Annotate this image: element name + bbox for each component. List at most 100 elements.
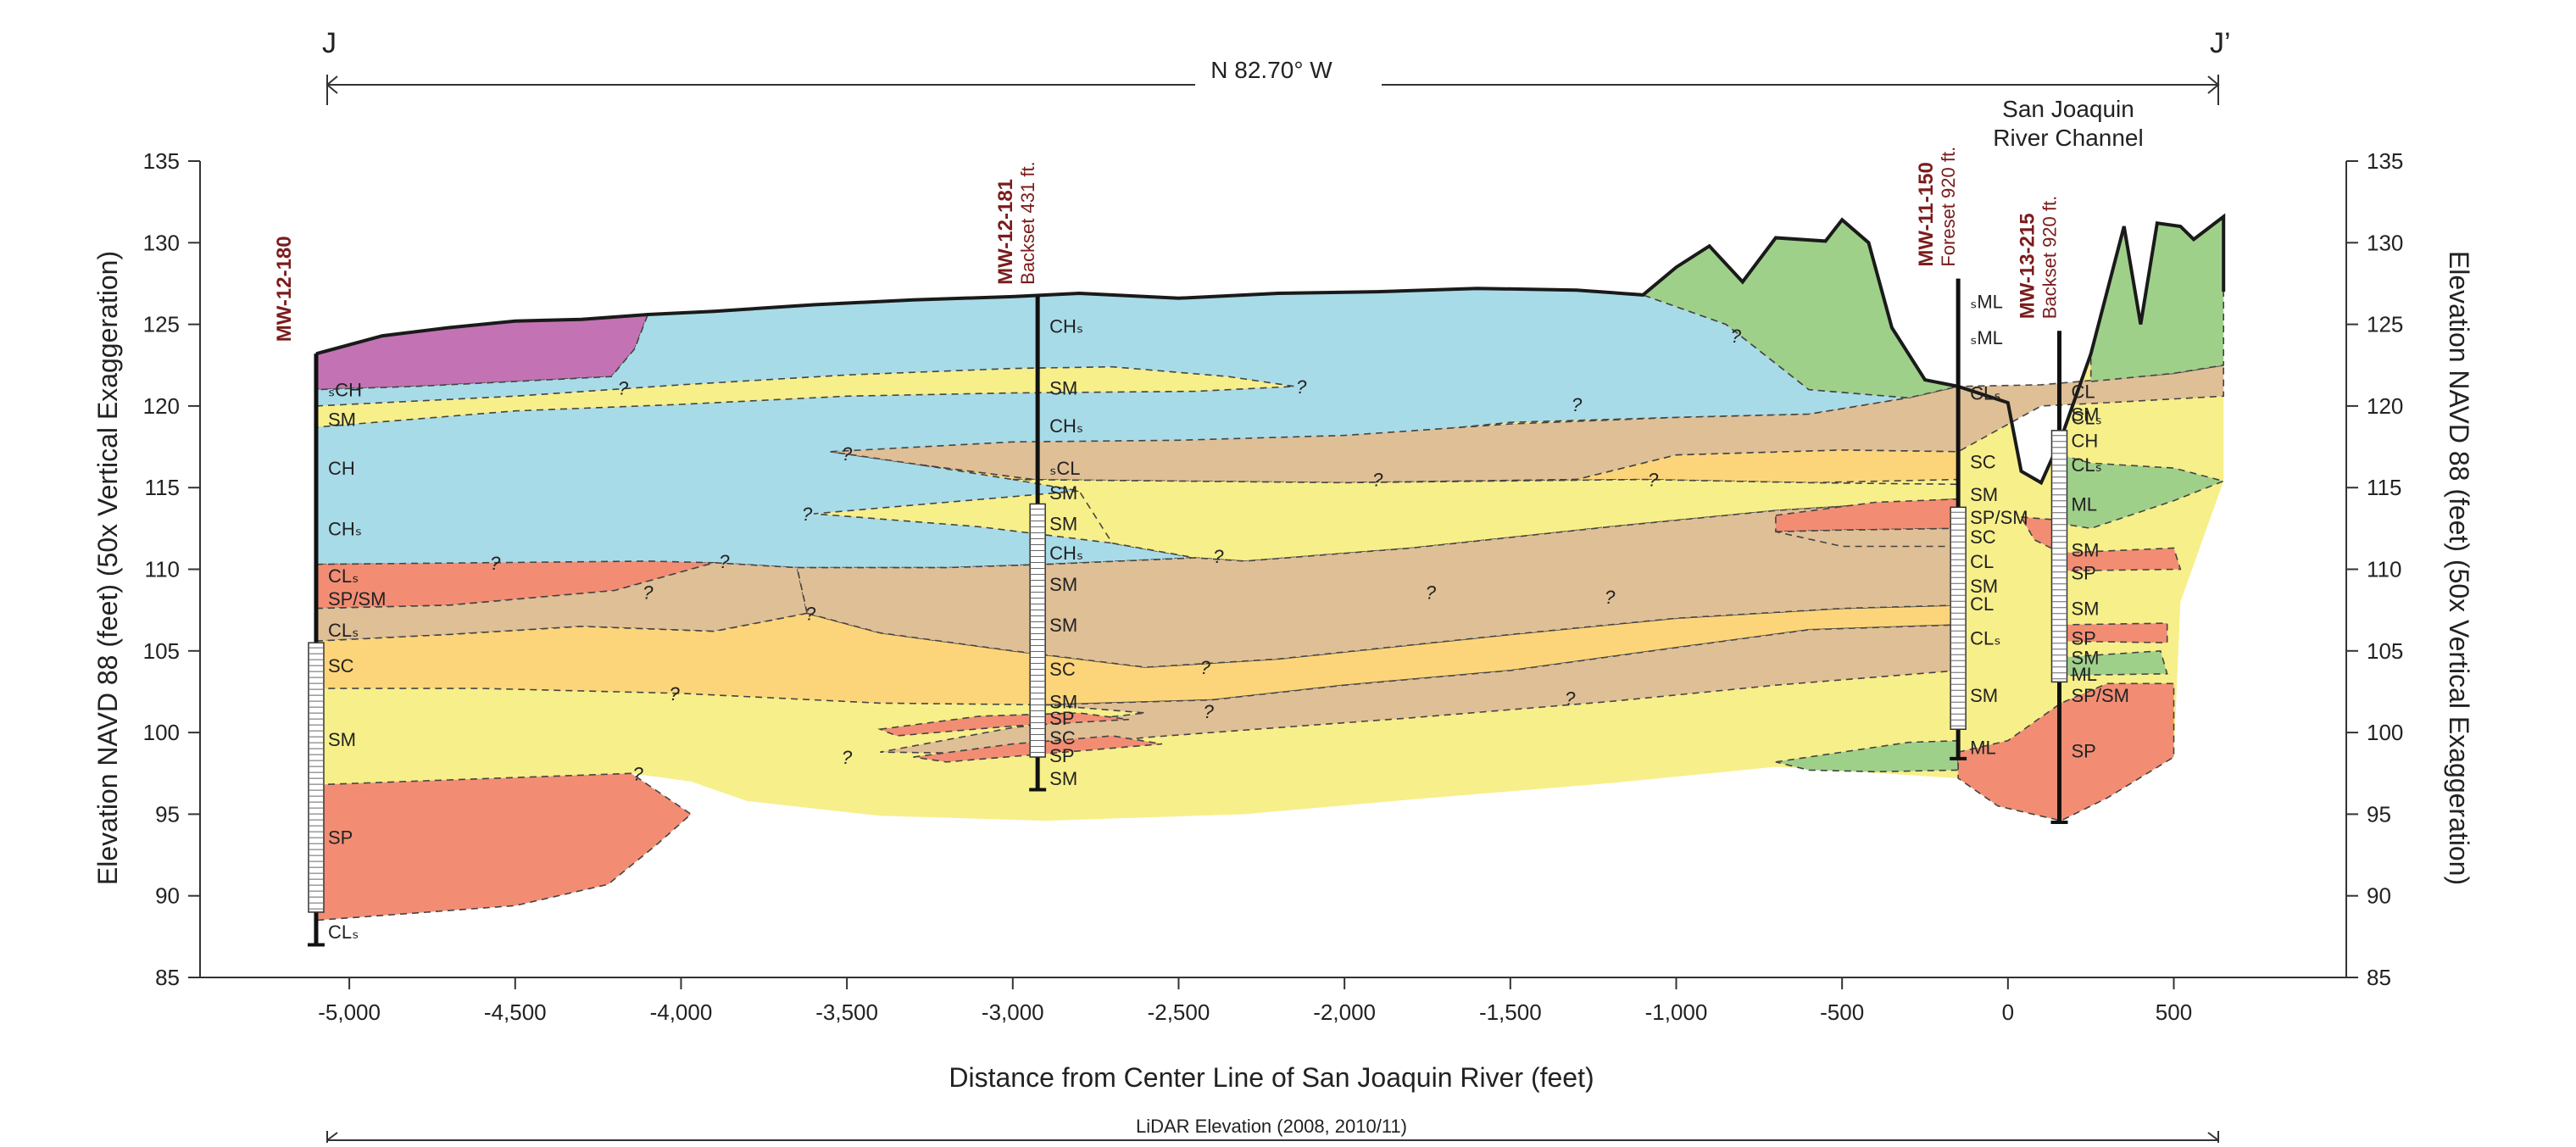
well-3-layer-label-7: SP: [2071, 562, 2095, 583]
y-tick-label-right-1: 90: [2367, 883, 2391, 909]
x-axis-title: Distance from Center Line of San Joaquin…: [949, 1062, 1594, 1093]
x-tick-label-9: -500: [1820, 999, 1864, 1025]
well-1-layer-label-0: CHₛ: [1049, 316, 1083, 337]
x-tick-label-0: -5,000: [318, 999, 381, 1025]
uncertainty-mark-8: ?: [490, 553, 501, 574]
uncertainty-mark-19: ?: [842, 747, 853, 768]
lidar-note-background: [1127, 1112, 1416, 1138]
y-tick-label-left-2: 95: [155, 801, 180, 827]
well-1-name: MW-12-181: [994, 179, 1017, 285]
lidar-arrow-left-head: [326, 1132, 338, 1141]
unit-ml-18: [1775, 739, 1959, 773]
y-tick-label-right-2: 95: [2367, 801, 2391, 827]
well-0-layer-label-4: CLₛ: [328, 565, 359, 587]
uncertainty-mark-9: ?: [719, 551, 730, 572]
unit-sp-11: [877, 712, 1129, 737]
well-2-name: MW-11-150: [1915, 162, 1938, 267]
y-tick-label-right-0: 85: [2367, 965, 2391, 990]
well-2-layer-label-12: ML: [1970, 737, 1996, 758]
well-2-layer-label-0: ₛML: [1970, 292, 2003, 313]
uncertainty-mark-0: ?: [618, 378, 629, 399]
uncertainty-mark-15: ?: [1200, 657, 1211, 678]
well-3-layer-label-0: CL: [2071, 381, 2095, 403]
uncertainty-mark-13: ?: [1426, 582, 1437, 603]
well-2-screen: [1950, 506, 1967, 730]
well-2-layer-label-4: SM: [1970, 484, 1998, 505]
uncertainty-mark-18: ?: [1204, 701, 1215, 722]
uncertainty-mark-2: ?: [1572, 394, 1583, 415]
bearing-label-background: [1195, 56, 1382, 86]
y-tick-label-left-10: 135: [143, 148, 180, 174]
y-tick-label-left-0: 85: [155, 965, 180, 990]
uncertainty-mark-5: ?: [1372, 470, 1383, 491]
well-1-layer-label-6: CHₛ: [1049, 543, 1083, 564]
well-1-layer-label-1: SM: [1049, 378, 1077, 399]
y-tick-label-left-4: 105: [143, 638, 180, 664]
well-2-offset-note: Foreset 920 ft.: [1938, 147, 1959, 267]
y-axis-title-right: Elevation NAVD 88 (feet) (50x Vertical E…: [2444, 251, 2474, 885]
x-tick-label-3: -3,500: [815, 999, 878, 1025]
well-3-layer-label-10: SM: [2071, 648, 2099, 669]
uncertainty-mark-14: ?: [1605, 587, 1616, 608]
well-0-layer-label-7: SC: [328, 655, 354, 677]
well-1-layer-label-4: SM: [1049, 482, 1077, 504]
well-0-layer-label-10: CLₛ: [328, 921, 359, 943]
well-1-layer-label-10: SM: [1049, 692, 1077, 713]
unit-ml-20: [2060, 649, 2168, 677]
section-left-marker: J: [322, 27, 337, 59]
x-tick-label-2: -4,000: [650, 999, 713, 1025]
well-1-layer-label-8: SM: [1049, 615, 1077, 636]
well-1-layer-label-9: SC: [1049, 659, 1076, 680]
unit-cl-3: [830, 364, 2224, 484]
unit-sc-4: [920, 449, 1959, 484]
y-tick-label-right-4: 105: [2367, 638, 2403, 664]
x-tick-label-7: -1,500: [1479, 999, 1542, 1025]
y-tick-label-left-7: 120: [143, 393, 180, 419]
y-tick-label-right-3: 100: [2367, 720, 2403, 745]
well-0-layer-label-8: SM: [328, 729, 356, 750]
y-tick-label-right-9: 130: [2367, 230, 2403, 255]
well-1-layer-label-14: SM: [1049, 768, 1077, 789]
well-3-screen: [2050, 430, 2068, 683]
y-tick-label-right-5: 110: [2367, 557, 2401, 582]
x-tick-label-6: -2,000: [1313, 999, 1376, 1025]
well-0-layer-label-5: SP/SM: [328, 588, 386, 610]
unit-sp-13: [315, 772, 693, 921]
well-3-name: MW-13-215: [2016, 213, 2039, 319]
section-right-marker: J’: [2210, 27, 2231, 59]
y-tick-label-left-5: 110: [145, 557, 180, 582]
uncertainty-mark-16: ?: [669, 683, 680, 704]
well-1-layer-label-5: SM: [1049, 514, 1077, 535]
well-3-layer-label-11: ML: [2071, 664, 2097, 685]
y-tick-label-right-6: 115: [2367, 475, 2401, 500]
well-3-offset-note: Backset 920 ft.: [2039, 196, 2060, 320]
uncertainty-mark-20: ?: [632, 763, 643, 784]
y-tick-label-right-10: 135: [2367, 148, 2403, 174]
well-1-offset-note: Backset 431 ft.: [1017, 161, 1038, 285]
well-2-layer-label-9: CL: [1970, 593, 1994, 615]
well-0-layer-label-0: ₛCH: [328, 380, 362, 401]
uncertainty-mark-7: ?: [802, 504, 813, 525]
river-channel-label-line1: San Joaquin: [2002, 96, 2134, 122]
well-0-layer-label-3: CHₛ: [328, 518, 362, 539]
y-tick-label-left-3: 100: [143, 720, 180, 745]
well-3-layer-label-13: SP: [2071, 740, 2095, 761]
well-2-layer-label-7: CL: [1970, 551, 1994, 572]
well-2-layer-label-10: CLₛ: [1970, 627, 2000, 649]
well-2-layer-label-11: SM: [1970, 685, 1998, 706]
y-tick-label-left-1: 90: [155, 883, 180, 909]
well-3-layer-label-6: SM: [2071, 539, 2099, 560]
well-0-layer-label-6: CLₛ: [328, 620, 359, 641]
x-tick-label-11: 500: [2156, 999, 2192, 1025]
lidar-arrow-right-head: [2207, 1132, 2219, 1141]
well-1-layer-label-13: SP: [1049, 745, 1074, 766]
well-1-screen: [1029, 503, 1046, 758]
unit-sp-24: [1957, 682, 2175, 821]
well-1-layer-label-3: ₛCL: [1049, 458, 1080, 479]
x-tick-label-10: 0: [2002, 999, 2014, 1025]
well-0-screen: [308, 642, 325, 913]
uncertainty-mark-10: ?: [1213, 546, 1224, 567]
well-3-layer-label-3: CH: [2071, 430, 2098, 451]
